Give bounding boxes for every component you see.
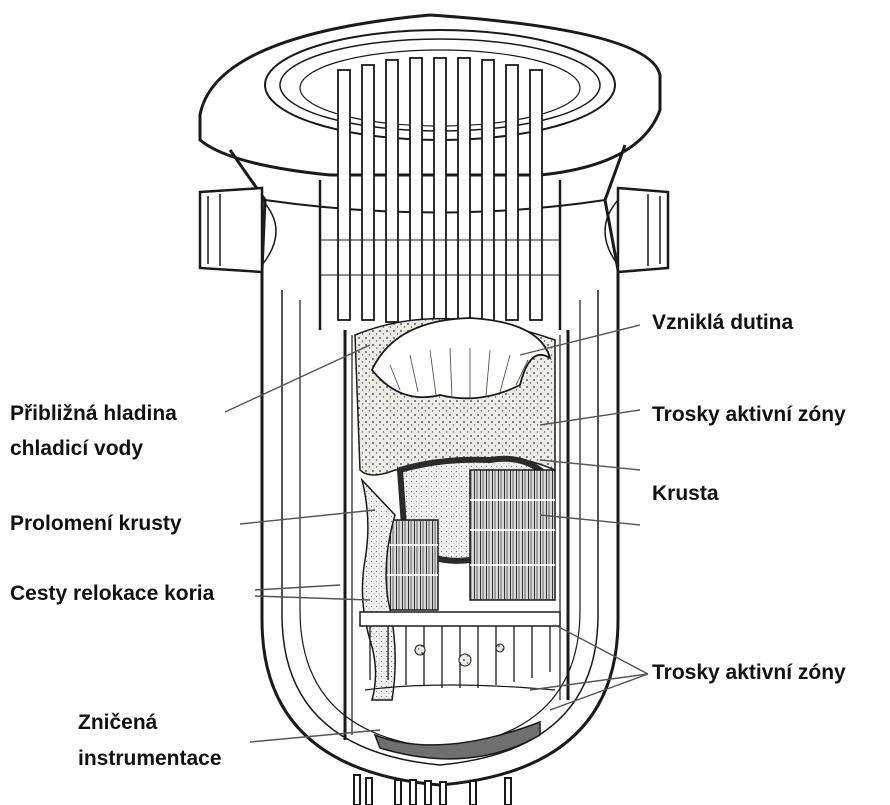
outlet-nozzle (605, 188, 668, 272)
leader-znicena (250, 730, 380, 742)
label-znicena-line1: Zničená (78, 708, 157, 738)
leader-trosky-bottom-2 (530, 674, 648, 690)
label-trosky-bottom: Trosky aktivní zóny (652, 658, 846, 688)
leader-cesty-2 (255, 596, 370, 600)
label-trosky-top: Trosky aktivní zóny (652, 400, 846, 430)
vessel-head (200, 15, 660, 270)
leader-prolomeni (240, 510, 375, 524)
label-vznikla-dutina: Vzniklá dutina (652, 308, 793, 338)
label-krusta: Krusta (652, 479, 719, 509)
label-hladina-line1: Přibližná hladina (10, 399, 177, 429)
leader-cesty-1 (255, 585, 340, 590)
label-cesty: Cesty relokace koria (10, 579, 214, 609)
instrument-penetrations (354, 775, 511, 805)
leader-hladina (225, 345, 370, 412)
label-znicena-line2: instrumentace (78, 744, 222, 774)
label-prolomeni: Prolomení krusty (10, 509, 182, 539)
label-hladina-line2: chladicí vody (10, 434, 143, 464)
